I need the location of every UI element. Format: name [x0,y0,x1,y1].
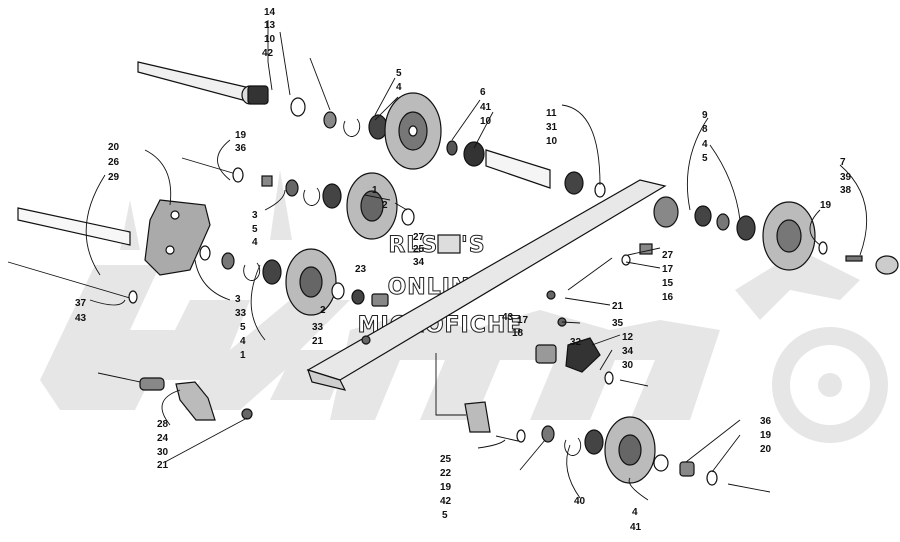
arctic-cat-watermark-logo [40,170,888,443]
callout-c38a: 38 [840,185,852,196]
callout-c25b: 25 [440,454,452,465]
callout-c4e: 4 [632,507,638,518]
callout-c41a: 41 [480,102,492,113]
callout-c5e: 5 [442,510,448,521]
callout-c5d: 5 [240,322,246,333]
callout-c5a: 5 [396,68,402,79]
callout-c17a: 17 [662,264,674,275]
callout-c19b: 19 [820,200,832,211]
callout-c41b: 41 [630,522,642,533]
callout-c4b: 4 [252,237,258,248]
callout-c36a: 36 [235,143,247,154]
callout-c43a: 43 [75,313,87,324]
callout-c33b: 33 [312,322,324,333]
parts [7,61,899,493]
callout-c32a: 32 [570,337,582,348]
top-spacer-group [446,140,606,198]
callout-c13a: 13 [264,20,276,31]
callout-c16a: 16 [662,292,674,303]
lower-bracket [97,372,253,421]
callout-c19a: 19 [235,130,247,141]
callout-c37a: 37 [75,298,87,309]
callout-c10a: 10 [264,34,276,45]
callout-c20b: 20 [760,444,772,455]
callout-c42b: 42 [440,496,452,507]
callout-c9a: 9 [702,110,708,121]
slide-rail [306,179,667,391]
callout-c29a: 29 [108,172,120,183]
callout-c15a: 15 [662,278,674,289]
callout-c34b: 34 [622,346,634,357]
leader-lines [85,20,868,501]
callout-c26a: 26 [108,157,120,168]
top-axle-shaft [137,61,442,170]
callout-c4a: 4 [396,82,402,93]
lower-wheel-group [199,245,389,316]
callout-c10c: 10 [546,136,558,147]
callout-c33a: 33 [235,308,247,319]
callout-c3a: 3 [252,210,258,221]
callout-c31a: 31 [546,122,558,133]
callout-c5b: 5 [252,224,258,235]
callout-c12a: 12 [622,332,634,343]
callout-c11a: 11 [546,108,557,119]
callout-c19d: 19 [760,430,772,441]
callout-c17b: 17 [517,315,529,326]
callout-c27a: 27 [413,232,425,243]
callout-c5c: 5 [702,153,708,164]
callout-c43b: 43 [502,312,514,323]
callout-c14a: 14 [264,7,276,18]
callout-c30a: 30 [622,360,634,371]
callout-c3b: 3 [235,294,241,305]
callout-c22a: 22 [440,468,452,479]
callout-c1a: 1 [372,185,378,196]
callout-c35a: 35 [612,318,624,329]
callout-c7a: 7 [840,157,846,168]
callout-c4c: 4 [702,139,708,150]
right-wheel-group [653,196,899,275]
lower-right-wheel-group [464,401,771,493]
callout-c18a: 18 [512,328,524,339]
callout-c25a: 25 [413,244,425,255]
callout-c27b: 27 [662,250,674,261]
callout-c24a: 24 [157,433,169,444]
callout-c2b: 2 [320,305,326,316]
callout-c19c: 19 [440,482,452,493]
callout-c6a: 6 [480,87,486,98]
callout-c39a: 39 [840,172,852,183]
callout-c1b: 1 [240,350,246,361]
callout-c42a: 42 [262,48,274,59]
callout-c21b: 21 [612,301,624,312]
callout-c21c: 21 [157,460,169,471]
callout-c28a: 28 [157,419,169,430]
callout-c36b: 36 [760,416,772,427]
left-arm-assembly [7,199,211,304]
callout-c10b: 10 [480,116,492,127]
callout-c40a: 40 [574,496,586,507]
middle-wheel-group [181,157,415,240]
bumper-assembly [535,337,649,387]
callout-c2a: 2 [382,200,388,211]
callout-c23a: 23 [355,264,367,275]
callout-c34a: 34 [413,257,425,268]
callout-c20a: 20 [108,142,120,153]
callout-c21a: 21 [312,336,324,347]
watermark-line-1: RLSM'S [388,233,485,258]
callout-c4d: 4 [240,336,246,347]
callout-c30b: 30 [157,447,169,458]
callout-c8a: 8 [702,124,708,135]
